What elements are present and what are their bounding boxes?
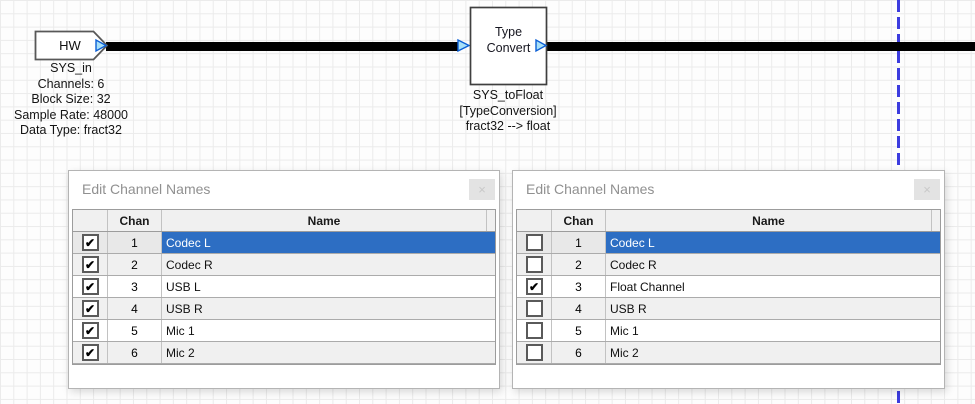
header-chan: Chan bbox=[552, 210, 606, 231]
checkbox[interactable]: ✔ bbox=[81, 300, 99, 317]
wire-arrowhead-icon bbox=[457, 38, 471, 53]
header-scroll-gutter bbox=[932, 210, 940, 231]
table-row[interactable]: ✔ 5 Mic 1 bbox=[73, 320, 495, 342]
checkbox[interactable]: ✔ bbox=[81, 344, 99, 361]
tc-caption-name: SYS_toFloat bbox=[472, 88, 544, 102]
dialog-title: Edit Channel Names bbox=[526, 181, 655, 197]
row-checkbox-cell[interactable]: ✔ bbox=[73, 342, 108, 363]
edit-channel-names-dialog-left: Edit Channel Names × Chan Name ✔ 1 Codec… bbox=[68, 170, 500, 389]
chan-cell[interactable]: 3 bbox=[108, 276, 162, 297]
name-cell[interactable]: Mic 1 bbox=[162, 320, 495, 341]
close-icon[interactable]: × bbox=[914, 179, 940, 200]
chan-cell[interactable]: 1 bbox=[552, 232, 606, 253]
chan-cell[interactable]: 6 bbox=[552, 342, 606, 363]
hw-caption-channels: Channels: 6 bbox=[37, 76, 105, 91]
table-row[interactable]: ✔ 6 Mic 2 bbox=[73, 342, 495, 364]
type-convert-label-line1: Type bbox=[494, 25, 523, 39]
name-cell[interactable]: Codec R bbox=[606, 254, 940, 275]
name-cell[interactable]: Codec L bbox=[606, 232, 940, 253]
table-row[interactable]: ✔ 3 USB L bbox=[73, 276, 495, 298]
row-checkbox-cell[interactable]: ✔ bbox=[73, 232, 108, 253]
chan-cell[interactable]: 6 bbox=[108, 342, 162, 363]
table-row[interactable]: ✔ 2 Codec R bbox=[73, 254, 495, 276]
chan-cell[interactable]: 2 bbox=[552, 254, 606, 275]
signal-wire-hw-to-typeconvert[interactable] bbox=[106, 42, 458, 51]
edit-channel-names-dialog-right: Edit Channel Names × Chan Name 1 Codec L… bbox=[512, 170, 945, 389]
name-cell[interactable]: Float Channel bbox=[606, 276, 940, 297]
header-chan: Chan bbox=[108, 210, 162, 231]
hw-output-port-icon[interactable] bbox=[95, 38, 108, 53]
checkbox[interactable] bbox=[525, 300, 543, 317]
name-cell[interactable]: USB R bbox=[606, 298, 940, 319]
table-row[interactable]: 1 Codec L bbox=[517, 232, 940, 254]
hw-caption-name: SYS_in bbox=[50, 61, 92, 75]
table-row[interactable]: 2 Codec R bbox=[517, 254, 940, 276]
header-name: Name bbox=[162, 210, 487, 231]
hw-caption-blocksize: Block Size: 32 bbox=[31, 92, 111, 106]
chan-cell[interactable]: 1 bbox=[108, 232, 162, 253]
close-icon[interactable]: × bbox=[469, 179, 495, 200]
table-row[interactable]: ✔ 1 Codec L bbox=[73, 232, 495, 254]
hw-block-label: HW bbox=[59, 38, 81, 53]
row-checkbox-cell[interactable]: ✔ bbox=[73, 276, 108, 297]
dialog-title: Edit Channel Names bbox=[82, 181, 211, 197]
chan-cell[interactable]: 5 bbox=[108, 320, 162, 341]
row-checkbox-cell[interactable]: ✔ bbox=[517, 276, 552, 297]
name-cell[interactable]: USB L bbox=[162, 276, 495, 297]
type-convert-output-port-icon[interactable] bbox=[535, 38, 548, 53]
row-checkbox-cell[interactable]: ✔ bbox=[73, 320, 108, 341]
row-checkbox-cell[interactable]: ✔ bbox=[73, 298, 108, 319]
checkbox[interactable] bbox=[525, 234, 543, 251]
tc-caption-conversion: fract32 --> float bbox=[465, 119, 551, 133]
row-checkbox-cell[interactable] bbox=[517, 320, 552, 341]
header-name: Name bbox=[606, 210, 932, 231]
row-checkbox-cell[interactable]: ✔ bbox=[73, 254, 108, 275]
table-row[interactable]: ✔ 3 Float Channel bbox=[517, 276, 940, 298]
checkbox[interactable]: ✔ bbox=[81, 234, 99, 251]
header-scroll-gutter bbox=[487, 210, 495, 231]
channel-table: Chan Name 1 Codec L 2 Codec R ✔ 3 bbox=[516, 209, 941, 365]
name-cell[interactable]: Mic 1 bbox=[606, 320, 940, 341]
chan-cell[interactable]: 4 bbox=[552, 298, 606, 319]
row-checkbox-cell[interactable] bbox=[517, 254, 552, 275]
name-cell[interactable]: USB R bbox=[162, 298, 495, 319]
row-checkbox-cell[interactable] bbox=[517, 232, 552, 253]
table-row[interactable]: 4 USB R bbox=[517, 298, 940, 320]
chan-cell[interactable]: 4 bbox=[108, 298, 162, 319]
checkbox[interactable] bbox=[525, 322, 543, 339]
channel-table: Chan Name ✔ 1 Codec L ✔ 2 Codec R ✔ 3 bbox=[72, 209, 496, 365]
checkbox[interactable] bbox=[525, 344, 543, 361]
row-checkbox-cell[interactable] bbox=[517, 298, 552, 319]
hw-caption-samplerate: Sample Rate: 48000 bbox=[14, 107, 128, 122]
checkbox[interactable]: ✔ bbox=[81, 322, 99, 339]
type-convert-block-caption: SYS_toFloat [TypeConversion] fract32 -->… bbox=[408, 88, 608, 135]
hw-caption-datatype: Data Type: fract32 bbox=[20, 123, 122, 137]
checkbox[interactable] bbox=[525, 256, 543, 273]
row-checkbox-cell[interactable] bbox=[517, 342, 552, 363]
signal-wire-typeconvert-out[interactable] bbox=[547, 42, 975, 51]
header-checkbox-column bbox=[517, 210, 552, 231]
table-row[interactable]: ✔ 4 USB R bbox=[73, 298, 495, 320]
name-cell[interactable]: Mic 2 bbox=[606, 342, 940, 363]
checkbox[interactable]: ✔ bbox=[81, 256, 99, 273]
chan-cell[interactable]: 3 bbox=[552, 276, 606, 297]
name-cell[interactable]: Codec L bbox=[162, 232, 495, 253]
chan-cell[interactable]: 5 bbox=[552, 320, 606, 341]
hw-block-caption: SYS_in Channels: 6 Block Size: 32 Sample… bbox=[0, 61, 142, 139]
header-checkbox-column bbox=[73, 210, 108, 231]
channel-table-header: Chan Name bbox=[517, 210, 940, 232]
hw-input-block-shape[interactable] bbox=[34, 30, 109, 61]
type-convert-block-label: Type Convert bbox=[470, 24, 547, 56]
checkbox[interactable]: ✔ bbox=[81, 278, 99, 295]
name-cell[interactable]: Codec R bbox=[162, 254, 495, 275]
name-cell[interactable]: Mic 2 bbox=[162, 342, 495, 363]
table-row[interactable]: 6 Mic 2 bbox=[517, 342, 940, 364]
type-convert-block-shape[interactable] bbox=[469, 6, 548, 86]
chan-cell[interactable]: 2 bbox=[108, 254, 162, 275]
channel-table-header: Chan Name bbox=[73, 210, 495, 232]
type-convert-label-line2: Convert bbox=[486, 41, 531, 55]
checkbox[interactable]: ✔ bbox=[525, 278, 543, 295]
table-row[interactable]: 5 Mic 1 bbox=[517, 320, 940, 342]
tc-caption-class: [TypeConversion] bbox=[459, 103, 557, 118]
